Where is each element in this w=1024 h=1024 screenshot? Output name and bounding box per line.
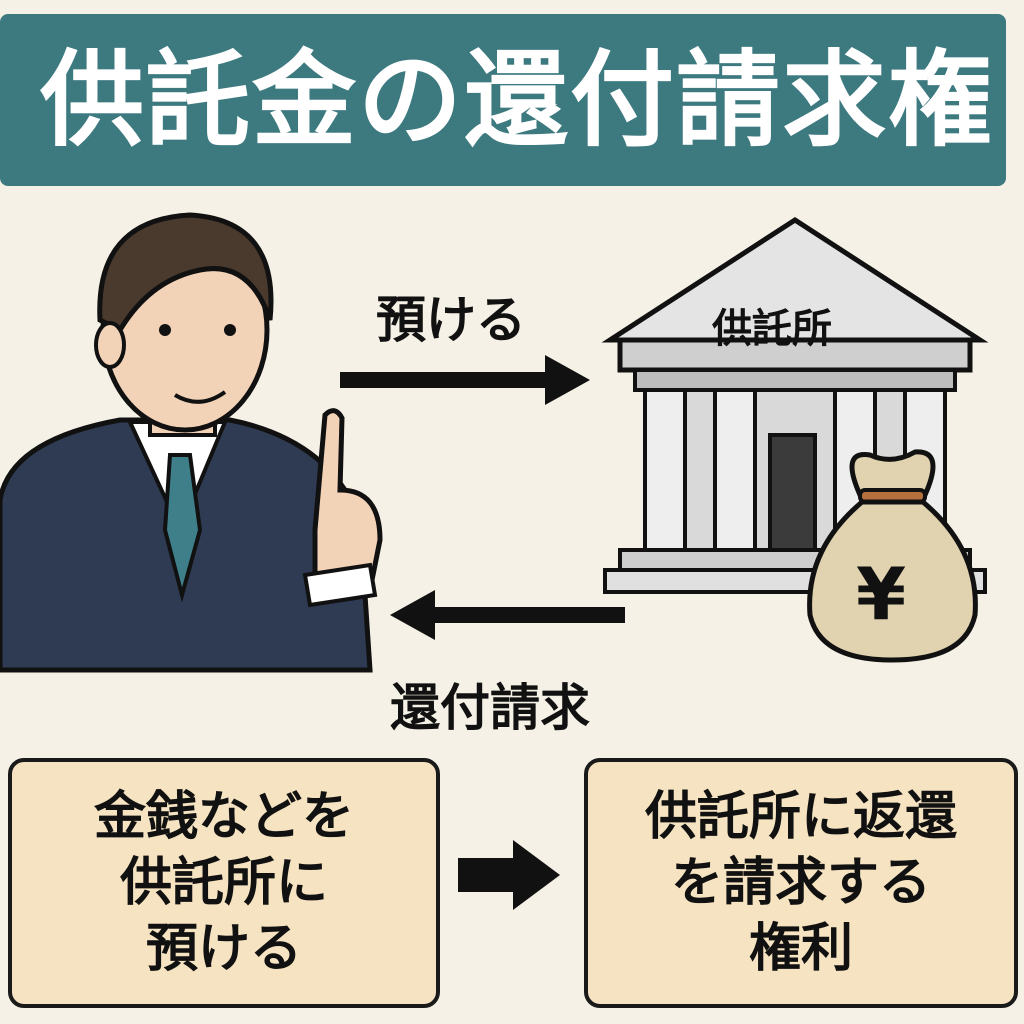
deposit-description-box: 金銭などを 供託所に 預ける bbox=[8, 758, 440, 1008]
box-line: 金銭などを bbox=[93, 787, 354, 847]
page-title: 供託金の還付請求権 bbox=[40, 39, 995, 161]
right-description-box: 供託所に返還 を請求する 権利 bbox=[584, 758, 1018, 1008]
arrow-right-icon bbox=[458, 840, 560, 910]
money-bag-icon bbox=[807, 449, 978, 663]
box-line: を請求する bbox=[670, 853, 931, 913]
bank-building-illustration bbox=[601, 217, 989, 594]
yen-symbol: ¥ bbox=[856, 552, 907, 636]
box-line: 供託所に bbox=[119, 853, 328, 913]
arrow-left-icon bbox=[390, 590, 625, 640]
title-banner bbox=[0, 14, 1006, 186]
businessman-illustration bbox=[0, 212, 383, 673]
refund-request-label: 還付請求 bbox=[390, 679, 590, 737]
box-line: 権利 bbox=[748, 919, 853, 979]
deposit-label: 預ける bbox=[376, 291, 526, 349]
arrow-right-icon bbox=[340, 355, 590, 405]
bank-sign: 供託所 bbox=[712, 306, 832, 352]
box-line: 預ける bbox=[145, 919, 302, 979]
box-line: 供託所に返還 bbox=[644, 787, 957, 847]
